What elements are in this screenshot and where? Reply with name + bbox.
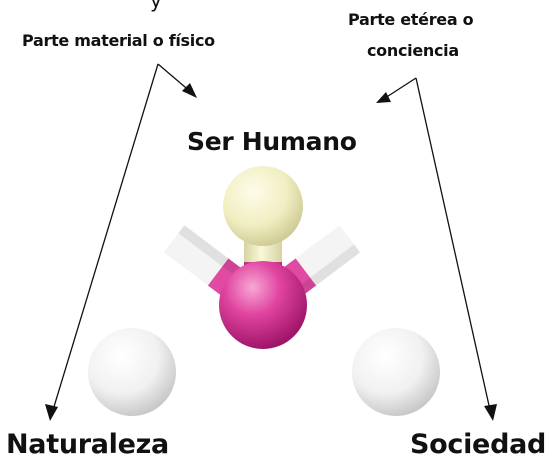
label-ethereal-line1: Parte etérea o xyxy=(348,10,474,29)
arrowhead-sociedad xyxy=(484,404,497,421)
atom-top xyxy=(223,166,303,246)
label-material: Parte material o físico xyxy=(22,31,215,50)
label-bottom-left: Naturaleza xyxy=(6,429,169,460)
arrow-ethereal-to-sociedad xyxy=(415,77,491,411)
label-ethereal-line2: conciencia xyxy=(367,41,459,60)
label-bottom-right: Sociedad xyxy=(410,429,545,460)
label-center: Ser Humano xyxy=(187,127,357,156)
arrowheads xyxy=(45,83,497,421)
arrowhead-naturaleza xyxy=(45,404,58,421)
atom-left xyxy=(88,328,176,416)
arrowhead-center-right xyxy=(376,92,391,103)
atom-right xyxy=(352,328,440,416)
top-text-fragment: y xyxy=(150,0,162,12)
arrowhead-center-left xyxy=(182,83,197,98)
atom-hub xyxy=(219,261,307,349)
arrow-material-to-naturaleza xyxy=(52,63,159,411)
